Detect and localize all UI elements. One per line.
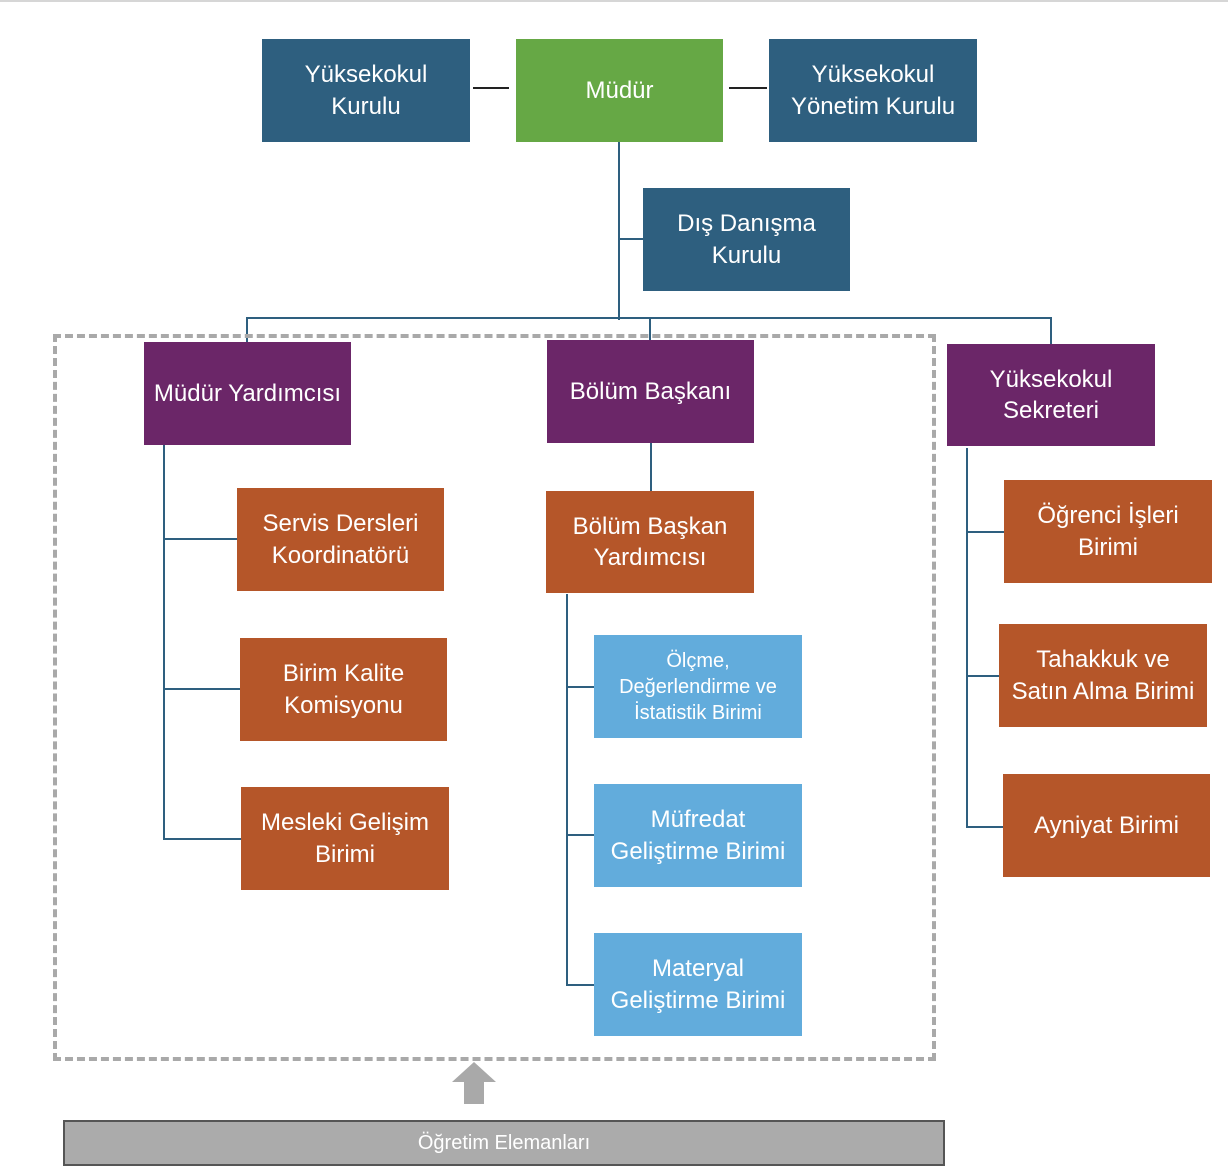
connector bbox=[163, 838, 241, 840]
unit-label: Tahakkuk ve Satın Alma Birimi bbox=[1011, 646, 1195, 705]
unit-label: Öğrenci İşleri Birimi bbox=[1037, 502, 1179, 561]
director-label: Müdür bbox=[585, 76, 654, 104]
connector bbox=[649, 317, 651, 340]
sub-unit-label: Materyal Geliştirme Birimi bbox=[610, 955, 786, 1014]
teaching-staff-bar: Öğretim Elemanları bbox=[63, 1120, 945, 1166]
top-border bbox=[0, 0, 1228, 2]
connector bbox=[473, 87, 509, 89]
connector bbox=[618, 141, 620, 320]
school-board-label: Yüksekokul Kurulu bbox=[304, 61, 428, 120]
unit-box: Öğrenci İşleri Birimi bbox=[1004, 480, 1212, 583]
school-board-box: Yüksekokul Kurulu bbox=[262, 39, 470, 142]
connector bbox=[163, 538, 237, 540]
connector bbox=[650, 443, 652, 491]
sub-unit-label: Ölçme, Değerlendirme ve İstatistik Birim… bbox=[619, 649, 777, 724]
vice-director-box: Müdür Yardımcısı bbox=[144, 342, 351, 445]
school-secretary-label: Yüksekokul Sekreteri bbox=[989, 365, 1113, 424]
connector bbox=[966, 448, 968, 828]
advisory-board-box: Dış Danışma Kurulu bbox=[643, 188, 850, 291]
connector bbox=[966, 826, 1003, 828]
connector bbox=[163, 445, 165, 840]
unit-box: Tahakkuk ve Satın Alma Birimi bbox=[999, 624, 1207, 727]
sub-unit-box: Ölçme, Değerlendirme ve İstatistik Birim… bbox=[594, 635, 802, 738]
sub-unit-label: Müfredat Geliştirme Birimi bbox=[610, 806, 786, 865]
advisory-board-label: Dış Danışma Kurulu bbox=[677, 210, 816, 269]
assistant-head-label: Bölüm Başkan Yardımcısı bbox=[572, 512, 728, 571]
vice-director-label: Müdür Yardımcısı bbox=[153, 379, 342, 407]
assistant-head-box: Bölüm Başkan Yardımcısı bbox=[546, 491, 754, 593]
connector bbox=[1050, 317, 1052, 344]
sub-unit-box: Müfredat Geliştirme Birimi bbox=[594, 784, 802, 887]
connector bbox=[966, 531, 1004, 533]
connector bbox=[246, 317, 248, 342]
management-board-label: Yüksekokul Yönetim Kurulu bbox=[790, 61, 956, 120]
unit-box: Mesleki Gelişim Birimi bbox=[241, 787, 449, 890]
school-secretary-box: Yüksekokul Sekreteri bbox=[947, 344, 1155, 446]
director-box: Müdür bbox=[516, 39, 723, 142]
arrow-up-icon bbox=[452, 1062, 496, 1104]
management-board-box: Yüksekokul Yönetim Kurulu bbox=[769, 39, 977, 142]
unit-box: Ayniyat Birimi bbox=[1003, 774, 1210, 877]
unit-box: Birim Kalite Komisyonu bbox=[240, 638, 447, 741]
department-head-box: Bölüm Başkanı bbox=[547, 340, 754, 443]
connector bbox=[566, 594, 568, 986]
connector bbox=[566, 834, 594, 836]
teaching-staff-label: Öğretim Elemanları bbox=[417, 1131, 591, 1154]
teaching-staff-group-frame bbox=[53, 334, 936, 1061]
connector bbox=[163, 688, 240, 690]
connector bbox=[566, 984, 594, 986]
unit-box: Servis Dersleri Koordinatörü bbox=[237, 488, 444, 591]
unit-label: Birim Kalite Komisyonu bbox=[282, 660, 405, 719]
unit-label: Ayniyat Birimi bbox=[1034, 811, 1179, 839]
department-head-label: Bölüm Başkanı bbox=[569, 377, 732, 405]
connector bbox=[729, 87, 767, 89]
unit-label: Servis Dersleri Koordinatörü bbox=[262, 510, 419, 569]
sub-unit-box: Materyal Geliştirme Birimi bbox=[594, 933, 802, 1036]
connector bbox=[566, 686, 594, 688]
connector bbox=[966, 675, 999, 677]
connector bbox=[620, 238, 643, 240]
unit-label: Mesleki Gelişim Birimi bbox=[260, 809, 430, 868]
